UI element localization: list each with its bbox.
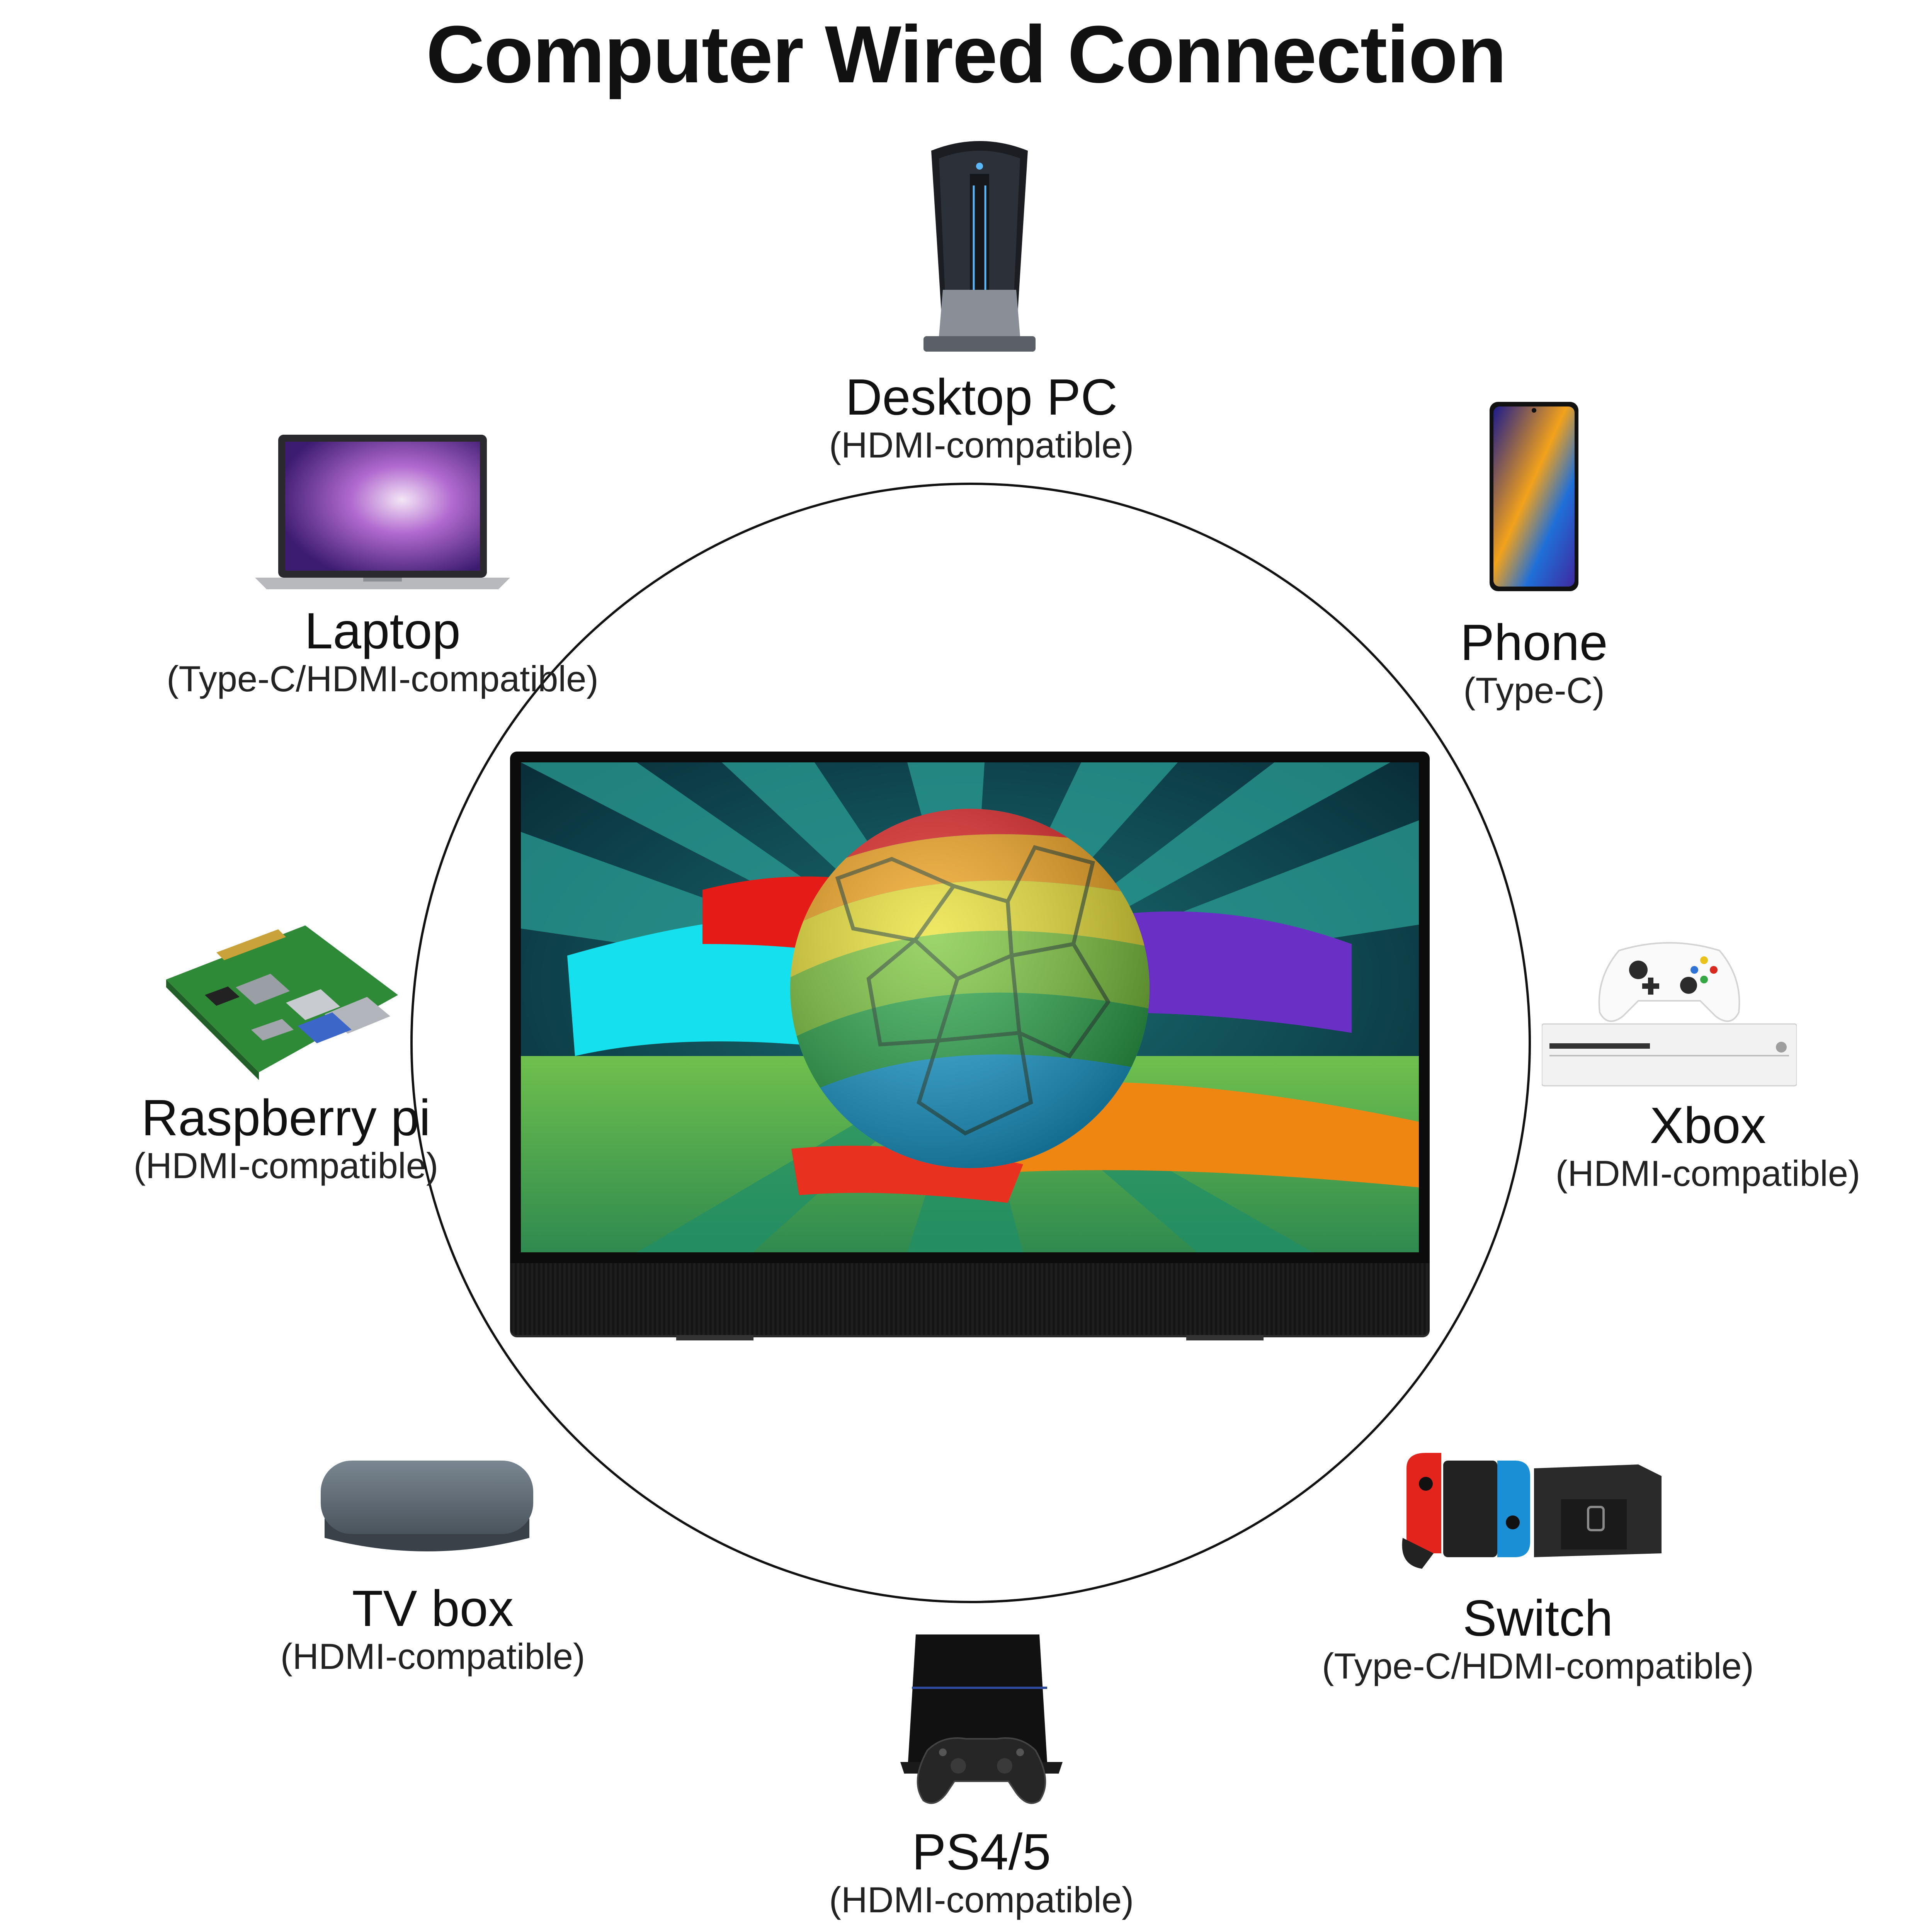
device-name: Desktop PC <box>845 369 1118 425</box>
raspberry-pi-board-icon <box>158 918 406 1080</box>
monitor-foot <box>676 1335 753 1340</box>
device-name: Xbox <box>1650 1097 1766 1154</box>
xbox-console-icon <box>1541 927 1798 1090</box>
device-name: PS4/5 <box>912 1823 1051 1880</box>
device-name: Switch <box>1463 1590 1613 1646</box>
device-name: Phone <box>1460 614 1608 671</box>
device-connection: (HDMI-compatible) <box>280 1636 585 1677</box>
desktop-label: Desktop PC (HDMI-compatible) <box>792 369 1171 465</box>
phone-label: Phone (Type-C) <box>1391 614 1677 711</box>
laptop-label: Laptop (Type-C/HDMI-compatible) <box>85 603 680 699</box>
device-name: Raspberry pi <box>141 1089 431 1146</box>
tv-box-icon <box>309 1453 545 1561</box>
laptop-icon <box>255 435 510 593</box>
monitor-screen <box>521 762 1419 1252</box>
switch-label: Switch (Type-C/HDMI-compatible) <box>1283 1590 1793 1686</box>
tvbox-label: TV box (HDMI-compatible) <box>232 1580 634 1677</box>
connection-ring <box>410 483 1531 1603</box>
device-connection: (Type-C) <box>1463 670 1605 711</box>
device-connection: (HDMI-compatible) <box>829 425 1134 466</box>
device-connection: (HDMI-compatible) <box>1555 1153 1861 1194</box>
device-name: Laptop <box>304 602 461 659</box>
nintendo-switch-icon <box>1399 1453 1669 1577</box>
raspberry-label: Raspberry pi (HDMI-compatible) <box>54 1090 518 1186</box>
device-connection: (Type-C/HDMI-compatible) <box>1322 1646 1754 1687</box>
device-connection: (HDMI-compatible) <box>829 1879 1134 1920</box>
monitor-chin <box>510 1263 1430 1335</box>
device-name: TV box <box>352 1580 514 1637</box>
device-connection: (Type-C/HDMI-compatible) <box>167 658 599 699</box>
desktop-tower-icon <box>916 135 1043 359</box>
portable-monitor-icon <box>510 752 1430 1340</box>
playstation-console-icon <box>900 1634 1063 1816</box>
xbox-label: Xbox (HDMI-compatible) <box>1476 1097 1932 1194</box>
monitor-foot <box>1186 1335 1264 1340</box>
ps-label: PS4/5 (HDMI-compatible) <box>788 1824 1175 1920</box>
page-title: Computer Wired Connection <box>426 9 1507 100</box>
device-connection: (HDMI-compatible) <box>133 1145 439 1186</box>
smartphone-icon <box>1490 402 1578 591</box>
